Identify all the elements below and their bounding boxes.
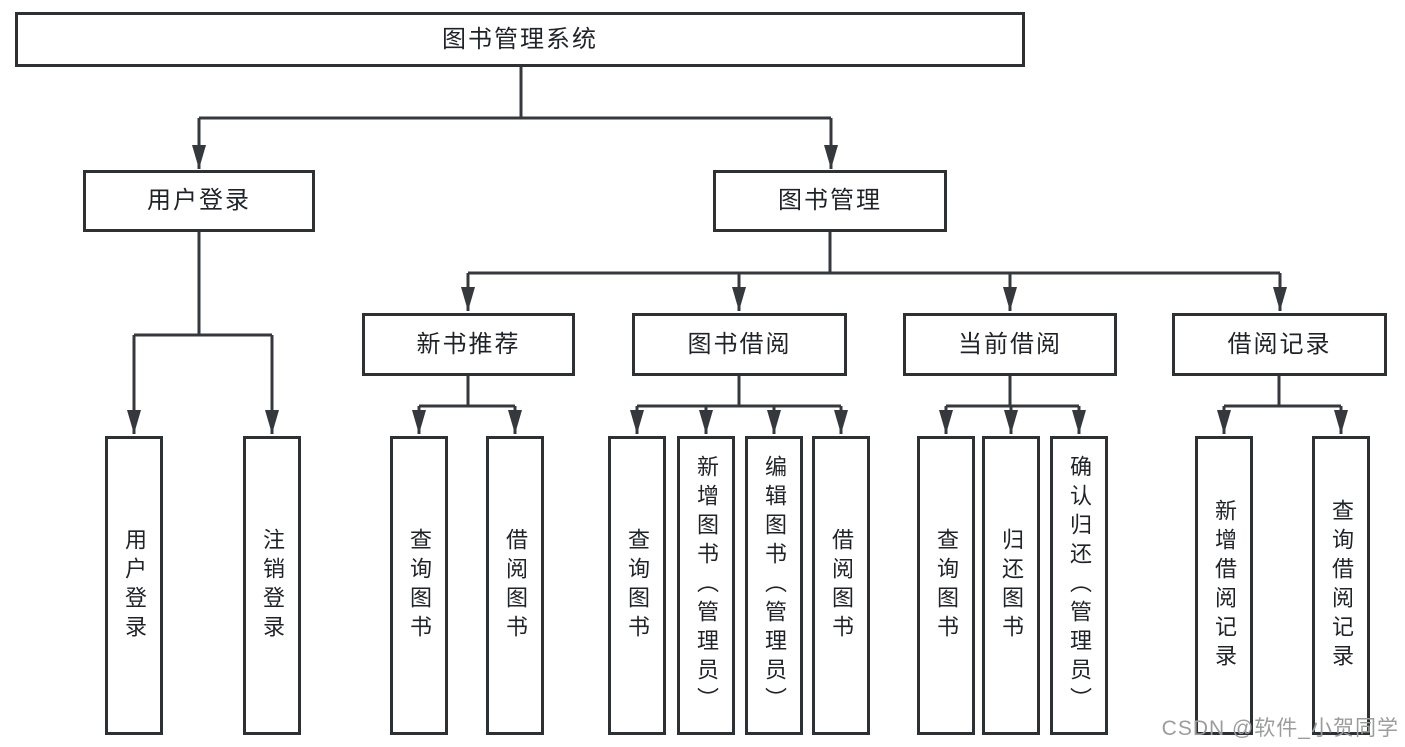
node-label: 新增图书（管理员） <box>694 455 719 716</box>
node-label: 新增借阅记录 <box>1212 498 1237 673</box>
node-label: 注销登录 <box>260 527 285 644</box>
node-label: 借阅图书 <box>829 527 854 644</box>
node-current-borrow: 当前借阅 <box>903 313 1117 376</box>
node-label: 确认归还（管理员） <box>1067 455 1092 716</box>
connector-rails <box>134 67 1341 408</box>
node-user-login: 用户登录 <box>83 170 315 232</box>
leaf-user-login: 用户登录 <box>105 436 163 735</box>
leaf-query-books-current: 查询图书 <box>917 436 975 735</box>
node-label: 查询图书 <box>407 527 432 644</box>
leaf-query-books-borrow: 查询图书 <box>608 436 666 735</box>
node-label: 图书管理系统 <box>442 25 598 53</box>
node-label: 借阅记录 <box>1227 330 1332 358</box>
node-label: 借阅图书 <box>503 527 528 644</box>
node-new-book-recommend: 新书推荐 <box>362 313 575 376</box>
node-label: 图书借阅 <box>687 330 792 358</box>
node-library-system: 图书管理系统 <box>15 12 1025 67</box>
node-book-borrow: 图书借阅 <box>632 313 847 376</box>
leaf-return-book: 归还图书 <box>982 436 1040 735</box>
node-book-management: 图书管理 <box>713 170 947 232</box>
node-label: 查询图书 <box>625 527 650 644</box>
leaf-add-borrow-record: 新增借阅记录 <box>1195 436 1253 735</box>
leaf-confirm-return-admin: 确认归还（管理员） <box>1050 436 1108 735</box>
node-label: 查询图书 <box>934 527 959 644</box>
leaf-query-books-recommend: 查询图书 <box>390 436 448 735</box>
node-label: 查询借阅记录 <box>1329 498 1354 673</box>
leaf-query-borrow-record: 查询借阅记录 <box>1312 436 1370 735</box>
node-borrow-records: 借阅记录 <box>1172 313 1387 376</box>
leaf-add-book-admin: 新增图书（管理员） <box>677 436 735 735</box>
leaf-logout: 注销登录 <box>243 436 301 735</box>
node-label: 用户登录 <box>147 187 251 214</box>
leaf-borrow-books: 借阅图书 <box>812 436 870 735</box>
node-label: 用户登录 <box>122 527 147 644</box>
node-label: 新书推荐 <box>416 330 521 358</box>
csdn-watermark: CSDN @软件_小贺同学 <box>1161 717 1399 740</box>
node-label: 归还图书 <box>999 527 1024 644</box>
node-label: 图书管理 <box>778 187 882 214</box>
leaf-edit-book-admin: 编辑图书（管理员） <box>745 436 803 735</box>
node-label: 当前借阅 <box>958 330 1062 358</box>
leaf-borrow-books-recommend: 借阅图书 <box>486 436 544 735</box>
node-label: 编辑图书（管理员） <box>762 455 787 716</box>
